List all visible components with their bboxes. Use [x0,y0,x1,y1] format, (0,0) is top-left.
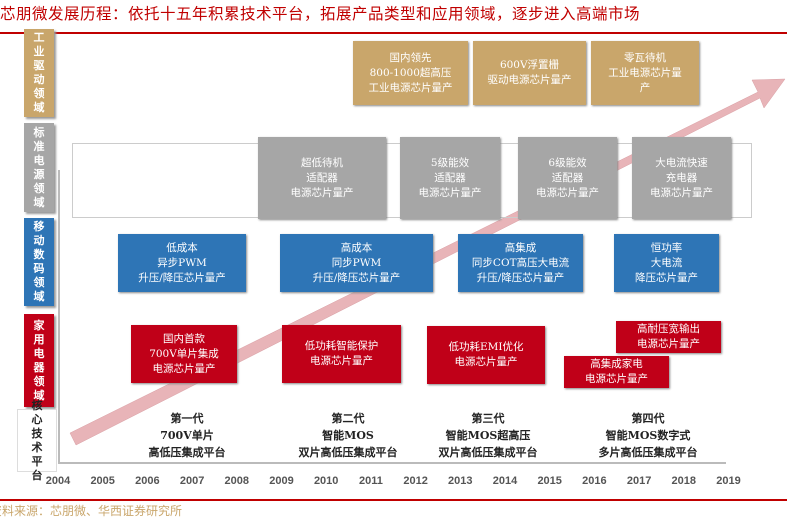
footer-divider [0,499,787,501]
appliance-milestone: 低功耗智能保护 电源芯片量产 [282,325,401,383]
year-tick: 2009 [269,475,294,487]
industrial-milestone: 国内领先 800-1000超高压 工业电源芯片量产 [353,41,468,105]
year-tick: 2016 [582,475,607,487]
category-industrial: 工业驱动领域 [24,29,54,117]
x-axis [58,462,726,464]
platform-generation: 第一代 700V单片 高低压集成平台 [148,412,226,459]
category-mobile: 移动数码领域 [24,218,54,306]
platform-generation: 第三代 智能MOS超高压 双片高低压集成平台 [438,412,538,459]
year-tick: 2011 [358,475,383,487]
source-note: 资料来源：芯朋微、华西证券研究所 [0,504,183,518]
mobile-milestone: 高成本 同步PWM 升压/降压芯片量产 [280,234,433,292]
appliance-milestone: 高耐压宽输出 电源芯片量产 [616,321,721,353]
platform-generation: 第四代 智能MOS数字式 多片高低压集成平台 [598,412,698,459]
year-tick: 2008 [224,475,250,487]
mobile-milestone: 高集成 同步COT高压大电流 升压/降压芯片量产 [458,234,583,292]
y-axis [58,170,60,464]
standard-power-milestone: 6级能效 适配器 电源芯片量产 [518,137,617,219]
standard-power-milestone: 超低待机 适配器 电源芯片量产 [258,137,386,219]
page-title: 芯朋微发展历程：依托十五年积累技术平台，拓展产品类型和应用领域，逐步进入高端市场 [0,5,641,23]
year-tick: 2007 [179,475,205,487]
appliance-milestone: 高集成家电 电源芯片量产 [564,356,669,388]
title-divider [0,32,787,34]
year-tick: 2010 [313,475,339,487]
appliance-milestone: 低功耗EMI优化 电源芯片量产 [427,326,545,384]
appliance-milestone: 国内首款 700V单片集成 电源芯片量产 [131,325,237,383]
year-tick: 2019 [716,475,741,487]
year-tick: 2006 [135,475,160,487]
platform-generation: 第二代 智能MOS 双片高低压集成平台 [298,412,398,459]
year-tick: 2013 [448,475,473,487]
year-tick: 2018 [671,475,697,487]
mobile-milestone: 低成本 异步PWM 升压/降压芯片量产 [118,234,246,292]
year-tick: 2012 [403,475,428,487]
mobile-milestone: 恒功率 大电流 降压芯片量产 [614,234,719,292]
year-tick: 2005 [90,475,115,487]
standard-power-milestone: 5级能效 适配器 电源芯片量产 [400,137,500,219]
category-standard-power: 标准电源领域 [24,123,54,212]
standard-power-milestone: 大电流快速 充电器 电源芯片量产 [632,137,731,219]
industrial-milestone: 零瓦待机 工业电源芯片量 产 [591,41,699,105]
industrial-milestone: 600V浮置栅 驱动电源芯片量产 [473,41,586,105]
category-core-tech: 核心技术平台 [17,399,57,482]
year-tick: 2017 [626,475,652,487]
year-tick: 2015 [537,475,562,487]
year-tick: 2004 [45,475,71,487]
year-tick: 2014 [492,475,518,487]
category-appliance: 家用电器领域 [24,314,54,407]
